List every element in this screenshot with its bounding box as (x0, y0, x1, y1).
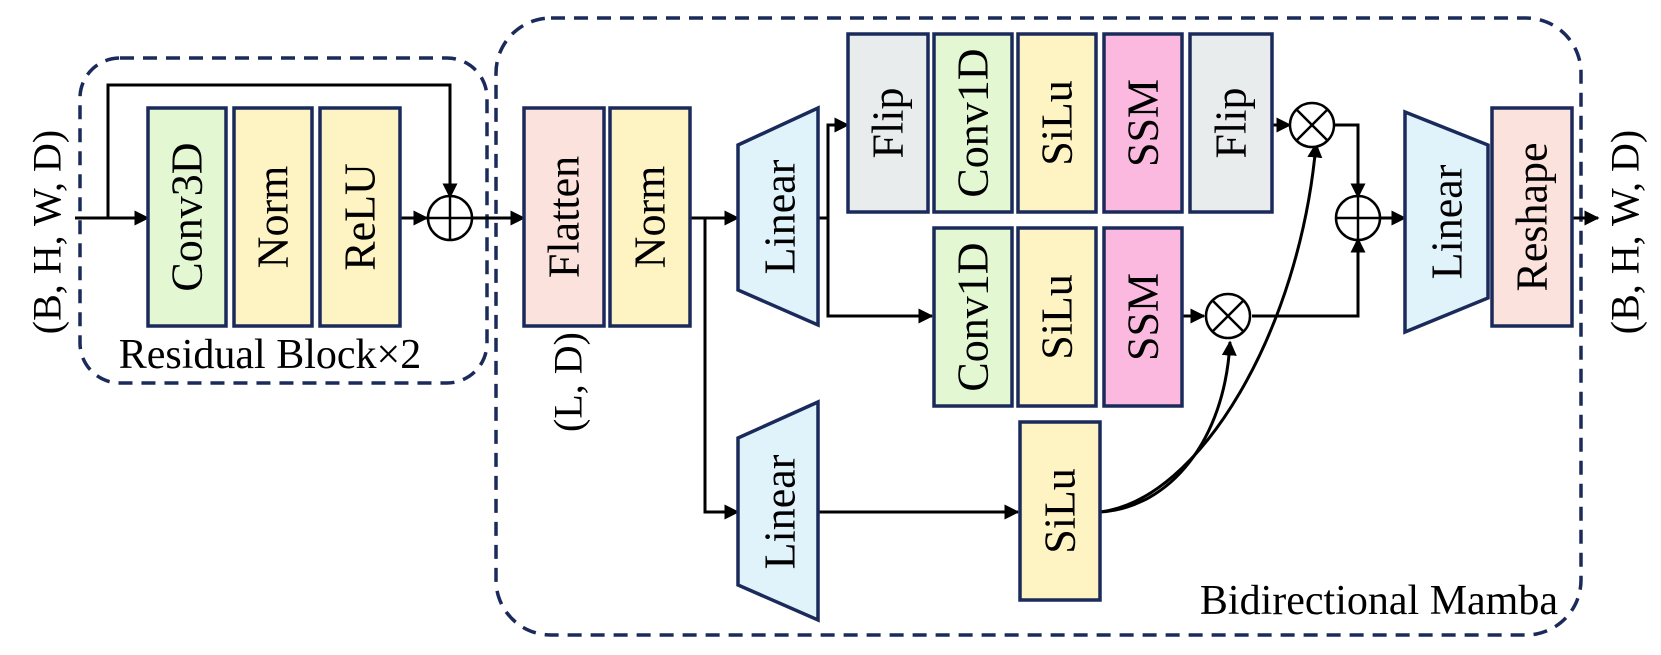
forward-ssm-label: SSM (1119, 273, 1168, 361)
mamba-caption: Bidirectional Mamba (1200, 578, 1558, 624)
silu-label: SiLu (1033, 80, 1082, 166)
gate-silu-block: SiLu (1018, 420, 1102, 602)
residual-norm-block: Norm (232, 106, 314, 328)
reshape-label: Reshape (1508, 142, 1557, 291)
circle-times-icon (1204, 292, 1252, 340)
forward-silu-label: SiLu (1033, 274, 1082, 360)
ssm-label: SSM (1119, 79, 1168, 167)
input-shape-label: (B, H, W, D) (25, 130, 70, 334)
sequence-shape-label: (L, D) (546, 332, 591, 432)
residual-block-caption: Residual Block×2 (119, 332, 422, 378)
forward-ssm-block: SSM (1102, 226, 1184, 408)
backward-ssm-block: SSM (1102, 32, 1184, 214)
bidirectional-mamba-group (494, 16, 1583, 637)
residual-block-group (78, 56, 489, 385)
flatten-block: Flatten (522, 106, 606, 328)
reshape-block: Reshape (1490, 106, 1574, 328)
linear-out-label: Linear (1423, 164, 1472, 279)
conv1d-label: Conv1D (949, 48, 998, 197)
linear-in-label: Linear (756, 159, 805, 274)
connection-wires (75, 83, 1600, 520)
flip-label: Flip (864, 88, 913, 159)
circle-plus-icon (1334, 194, 1382, 242)
circle-times-icon (1288, 101, 1336, 149)
linear-out-trapezoid: Linear (1403, 109, 1490, 335)
forward-conv1d-block: Conv1D (932, 226, 1014, 408)
linear-in-trapezoid: Linear (736, 105, 820, 328)
linear-gate-trapezoid: Linear (736, 399, 820, 623)
backward-silu-block: SiLu (1016, 32, 1098, 214)
linear-gate-label: Linear (756, 454, 805, 569)
relu-label: ReLU (336, 163, 385, 271)
backward-conv1d-block: Conv1D (932, 32, 1014, 214)
mamba-norm-label: Norm (626, 166, 675, 269)
backward-flip-block: Flip (846, 32, 930, 214)
gate-silu-label: SiLu (1036, 468, 1085, 554)
mamba-norm-block: Norm (608, 106, 692, 328)
norm-label: Norm (249, 166, 298, 269)
backward-flip-out-block: Flip (1188, 32, 1274, 214)
conv3d-label: Conv3D (163, 142, 212, 291)
forward-silu-block: SiLu (1016, 226, 1098, 408)
circle-plus-icon (426, 194, 474, 242)
residual-conv3d-block: Conv3D (146, 106, 228, 328)
flip-out-label: Flip (1207, 88, 1256, 159)
output-shape-label: (B, H, W, D) (1603, 130, 1648, 334)
forward-conv1d-label: Conv1D (949, 242, 998, 391)
residual-relu-block: ReLU (318, 106, 402, 328)
flatten-label: Flatten (540, 156, 589, 278)
